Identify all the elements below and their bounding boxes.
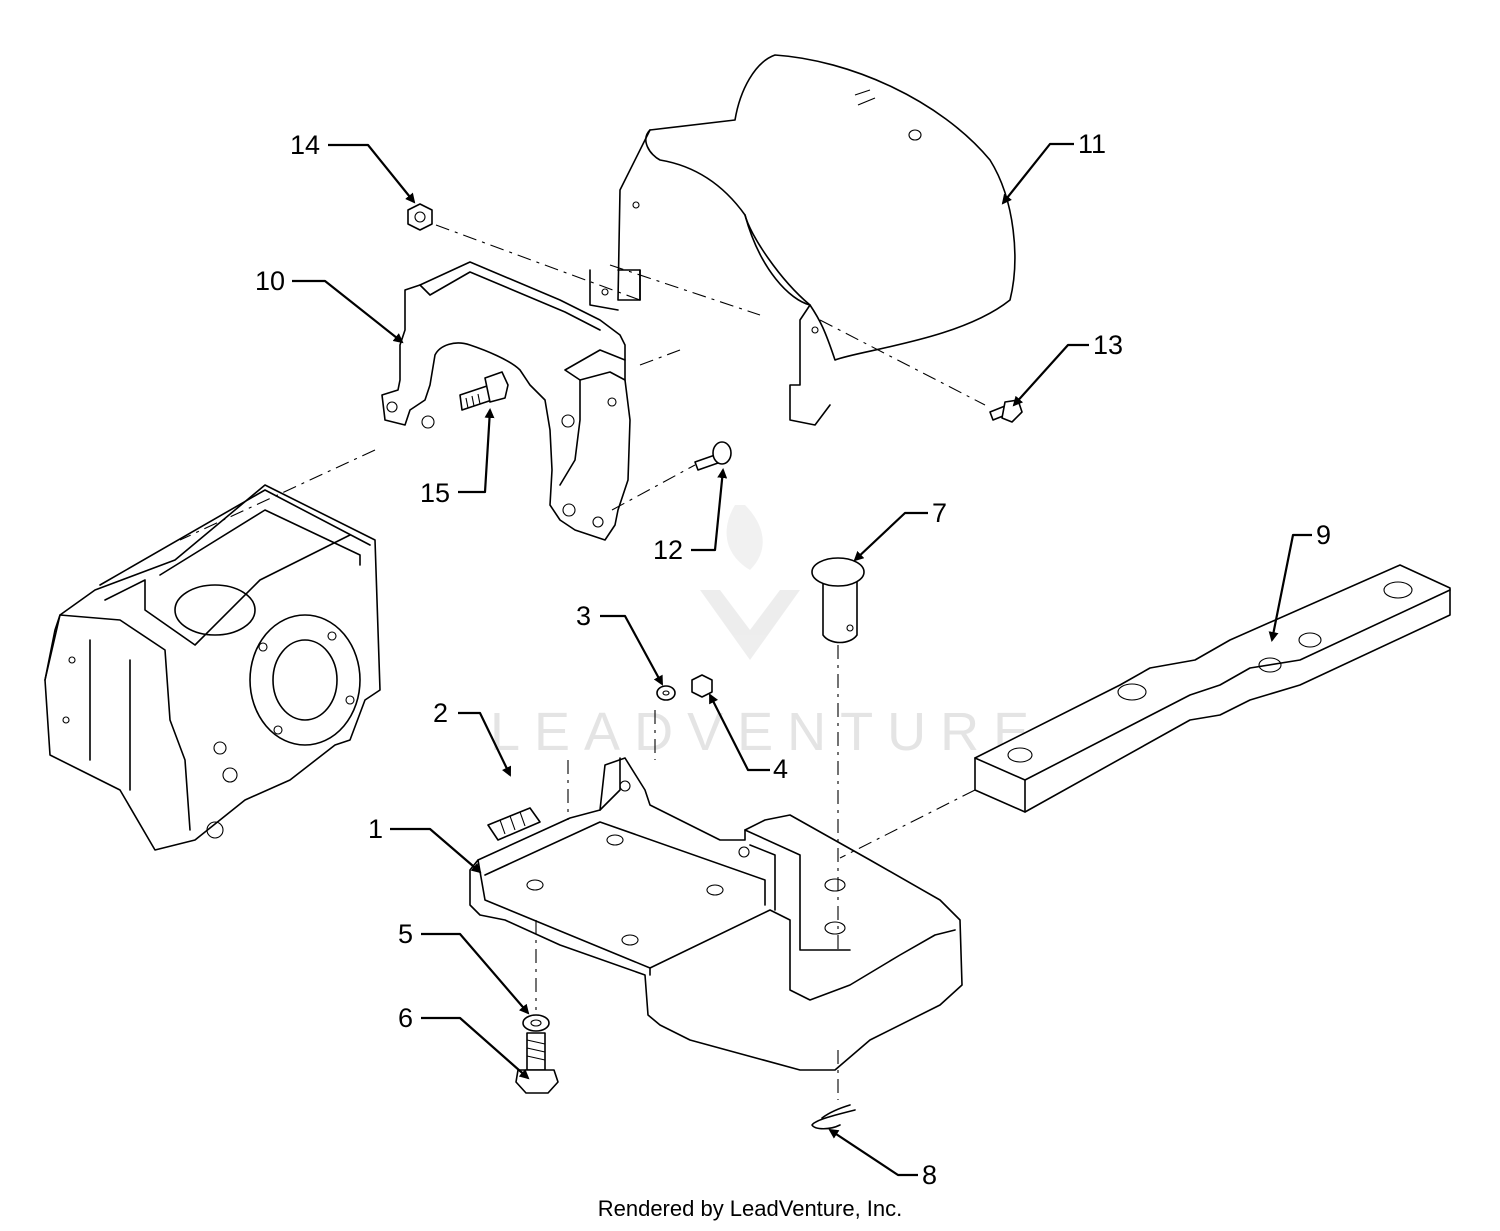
svg-text:10: 10 bbox=[255, 266, 285, 296]
callout-9: 9 bbox=[1268, 520, 1331, 642]
nut-14 bbox=[407, 203, 433, 231]
callout-4: 4 bbox=[709, 693, 788, 784]
transmission-housing bbox=[44, 484, 381, 851]
callout-6: 6 bbox=[398, 1003, 530, 1080]
bolt-6 bbox=[515, 1032, 559, 1094]
svg-text:13: 13 bbox=[1093, 330, 1123, 360]
callout-8: 8 bbox=[828, 1128, 937, 1190]
drawbar-support bbox=[469, 757, 963, 1071]
watermark-logo bbox=[700, 505, 800, 660]
callout-10: 10 bbox=[255, 266, 404, 344]
callout-3: 3 bbox=[576, 601, 663, 686]
callout-13: 13 bbox=[1012, 330, 1123, 407]
callout-7: 7 bbox=[853, 498, 947, 562]
svg-text:8: 8 bbox=[922, 1160, 937, 1190]
svg-text:6: 6 bbox=[398, 1003, 413, 1033]
clevis-pin-12 bbox=[694, 441, 732, 471]
svg-text:4: 4 bbox=[773, 754, 788, 784]
watermark-text: LEADVENTURE bbox=[490, 702, 1043, 762]
svg-text:15: 15 bbox=[420, 478, 450, 508]
nut-4 bbox=[691, 674, 713, 698]
svg-text:3: 3 bbox=[576, 601, 591, 631]
drawbar bbox=[974, 564, 1451, 813]
callout-2: 2 bbox=[433, 698, 512, 777]
callout-5: 5 bbox=[398, 919, 530, 1015]
svg-text:12: 12 bbox=[653, 535, 683, 565]
svg-text:11: 11 bbox=[1078, 129, 1106, 159]
hitch-pin-7 bbox=[811, 557, 865, 644]
washer-3 bbox=[656, 685, 676, 701]
callout-1: 1 bbox=[368, 814, 482, 874]
svg-text:7: 7 bbox=[932, 498, 947, 528]
callout-15: 15 bbox=[420, 408, 495, 508]
assembly-centerlines bbox=[179, 224, 986, 1100]
callout-12: 12 bbox=[653, 468, 728, 565]
svg-text:14: 14 bbox=[290, 130, 320, 160]
washer-5 bbox=[522, 1014, 550, 1032]
svg-text:2: 2 bbox=[433, 698, 448, 728]
hair-pin-8 bbox=[811, 1104, 856, 1130]
svg-text:9: 9 bbox=[1316, 520, 1331, 550]
bolt-15 bbox=[459, 371, 509, 411]
svg-text:1: 1 bbox=[368, 814, 383, 844]
mounting-bracket bbox=[381, 261, 631, 541]
fender-shield bbox=[589, 54, 1016, 426]
bolt-2 bbox=[487, 807, 541, 841]
callout-14: 14 bbox=[290, 130, 416, 204]
callout-11: 11 bbox=[1001, 129, 1106, 205]
footer-credit: Rendered by LeadVenture, Inc. bbox=[597, 1196, 903, 1221]
svg-text:5: 5 bbox=[398, 919, 413, 949]
screw-13 bbox=[989, 399, 1023, 423]
